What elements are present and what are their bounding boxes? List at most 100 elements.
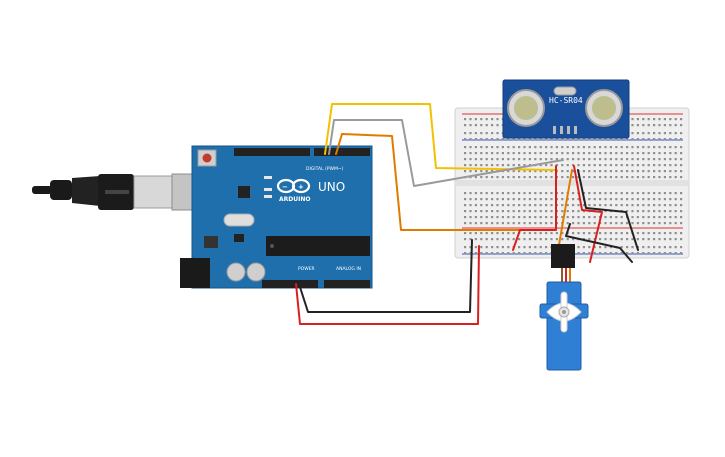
breadboard-hole bbox=[680, 210, 683, 213]
breadboard-hole bbox=[528, 192, 531, 195]
breadboard-hole bbox=[609, 146, 612, 149]
breadboard-hole bbox=[507, 170, 510, 173]
breadboard-hole bbox=[572, 210, 575, 213]
breadboard-hole bbox=[550, 164, 553, 167]
breadboard-hole bbox=[474, 152, 477, 155]
breadboard-hole bbox=[582, 138, 585, 141]
breadboard-hole bbox=[604, 216, 607, 219]
breadboard-hole bbox=[572, 232, 575, 235]
breadboard-hole bbox=[582, 232, 585, 235]
breadboard-hole bbox=[469, 252, 472, 255]
breadboard-hole bbox=[674, 124, 677, 127]
breadboard-hole bbox=[663, 204, 666, 207]
breadboard-hole bbox=[566, 176, 569, 179]
breadboard-hole bbox=[620, 152, 623, 155]
breadboard-hole bbox=[485, 170, 488, 173]
breadboard-hole bbox=[669, 138, 672, 141]
breadboard-hole bbox=[663, 124, 666, 127]
breadboard-hole bbox=[588, 146, 591, 149]
breadboard-hole bbox=[642, 124, 645, 127]
breadboard-hole bbox=[545, 164, 548, 167]
atmega-chip bbox=[266, 236, 370, 256]
breadboard-hole bbox=[615, 138, 618, 141]
breadboard-hole bbox=[539, 252, 542, 255]
board-model-label: UNO bbox=[318, 180, 345, 194]
breadboard-hole bbox=[469, 238, 472, 241]
breadboard-hole bbox=[631, 152, 634, 155]
breadboard-hole bbox=[647, 176, 650, 179]
breadboard-hole bbox=[626, 232, 629, 235]
breadboard-hole bbox=[593, 158, 596, 161]
breadboard-hole bbox=[512, 146, 515, 149]
breadboard-hole bbox=[555, 238, 558, 241]
breadboard-hole bbox=[669, 152, 672, 155]
breadboard-hole bbox=[631, 238, 634, 241]
breadboard-hole bbox=[491, 210, 494, 213]
breadboard-hole bbox=[663, 192, 666, 195]
breadboard-hole bbox=[631, 170, 634, 173]
breadboard-hole bbox=[609, 158, 612, 161]
breadboard-hole bbox=[593, 246, 596, 249]
breadboard-hole bbox=[474, 118, 477, 121]
breadboard-hole bbox=[485, 192, 488, 195]
breadboard-hole bbox=[674, 152, 677, 155]
breadboard-hole bbox=[469, 138, 472, 141]
breadboard-hole bbox=[653, 124, 656, 127]
breadboard-hole bbox=[577, 152, 580, 155]
breadboard-hole bbox=[561, 198, 564, 201]
breadboard-hole bbox=[528, 222, 531, 225]
breadboard-hole bbox=[582, 176, 585, 179]
breadboard-hole bbox=[474, 176, 477, 179]
breadboard-hole bbox=[663, 210, 666, 213]
breadboard-hole bbox=[647, 146, 650, 149]
breadboard-hole bbox=[609, 246, 612, 249]
breadboard-hole bbox=[528, 158, 531, 161]
breadboard-hole bbox=[626, 152, 629, 155]
breadboard-hole bbox=[480, 158, 483, 161]
breadboard-hole bbox=[609, 152, 612, 155]
breadboard-hole bbox=[474, 146, 477, 149]
breadboard-hole bbox=[658, 192, 661, 195]
breadboard-hole bbox=[669, 216, 672, 219]
breadboard-hole bbox=[518, 158, 521, 161]
breadboard-hole bbox=[545, 138, 548, 141]
breadboard-hole bbox=[566, 138, 569, 141]
breadboard-hole bbox=[496, 252, 499, 255]
breadboard-hole bbox=[491, 252, 494, 255]
arduino-uno: − + UNO ARDUINO DIGITAL (PWM~) POWER ANA… bbox=[180, 145, 373, 289]
breadboard-hole bbox=[620, 146, 623, 149]
breadboard-hole bbox=[647, 152, 650, 155]
breadboard-hole bbox=[485, 146, 488, 149]
breadboard-hole bbox=[626, 210, 629, 213]
breadboard-hole bbox=[496, 238, 499, 241]
breadboard-hole bbox=[566, 238, 569, 241]
breadboard-hole bbox=[680, 164, 683, 167]
breadboard-hole bbox=[615, 204, 618, 207]
breadboard-hole bbox=[631, 216, 634, 219]
breadboard-hole bbox=[534, 210, 537, 213]
breadboard-hole bbox=[604, 210, 607, 213]
breadboard-hole bbox=[653, 176, 656, 179]
breadboard-hole bbox=[480, 252, 483, 255]
breadboard-hole bbox=[642, 210, 645, 213]
breadboard-hole bbox=[588, 216, 591, 219]
breadboard-hole bbox=[653, 198, 656, 201]
breadboard-hole bbox=[539, 170, 542, 173]
breadboard-hole bbox=[501, 158, 504, 161]
breadboard-hole bbox=[480, 170, 483, 173]
wire-red-jumper-2 bbox=[573, 165, 603, 263]
breadboard-hole bbox=[550, 146, 553, 149]
breadboard-hole bbox=[674, 246, 677, 249]
breadboard-hole bbox=[626, 138, 629, 141]
breadboard-hole bbox=[647, 210, 650, 213]
breadboard-hole bbox=[647, 124, 650, 127]
breadboard-hole bbox=[669, 222, 672, 225]
sensor-model-label: HC-SR04 bbox=[549, 96, 583, 105]
breadboard-hole bbox=[609, 198, 612, 201]
breadboard-hole bbox=[491, 132, 494, 135]
breadboard-hole bbox=[663, 222, 666, 225]
breadboard-hole bbox=[647, 204, 650, 207]
breadboard-hole bbox=[588, 198, 591, 201]
wire-black-jumper-2 bbox=[565, 223, 633, 263]
breadboard-hole bbox=[653, 164, 656, 167]
